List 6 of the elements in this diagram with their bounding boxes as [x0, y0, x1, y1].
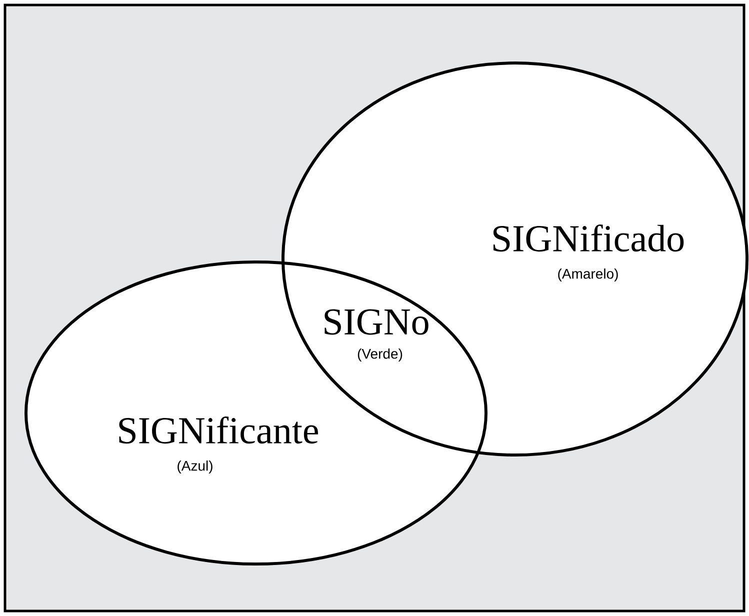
subtitle: (Amarelo) — [558, 268, 618, 282]
title: SIGNificado — [493, 224, 684, 252]
title: SIGNo — [324, 309, 428, 335]
subtitle: (Azul) — [178, 460, 212, 474]
subtitle: (Verde) — [358, 348, 402, 362]
title: SIGNificante — [119, 416, 318, 444]
